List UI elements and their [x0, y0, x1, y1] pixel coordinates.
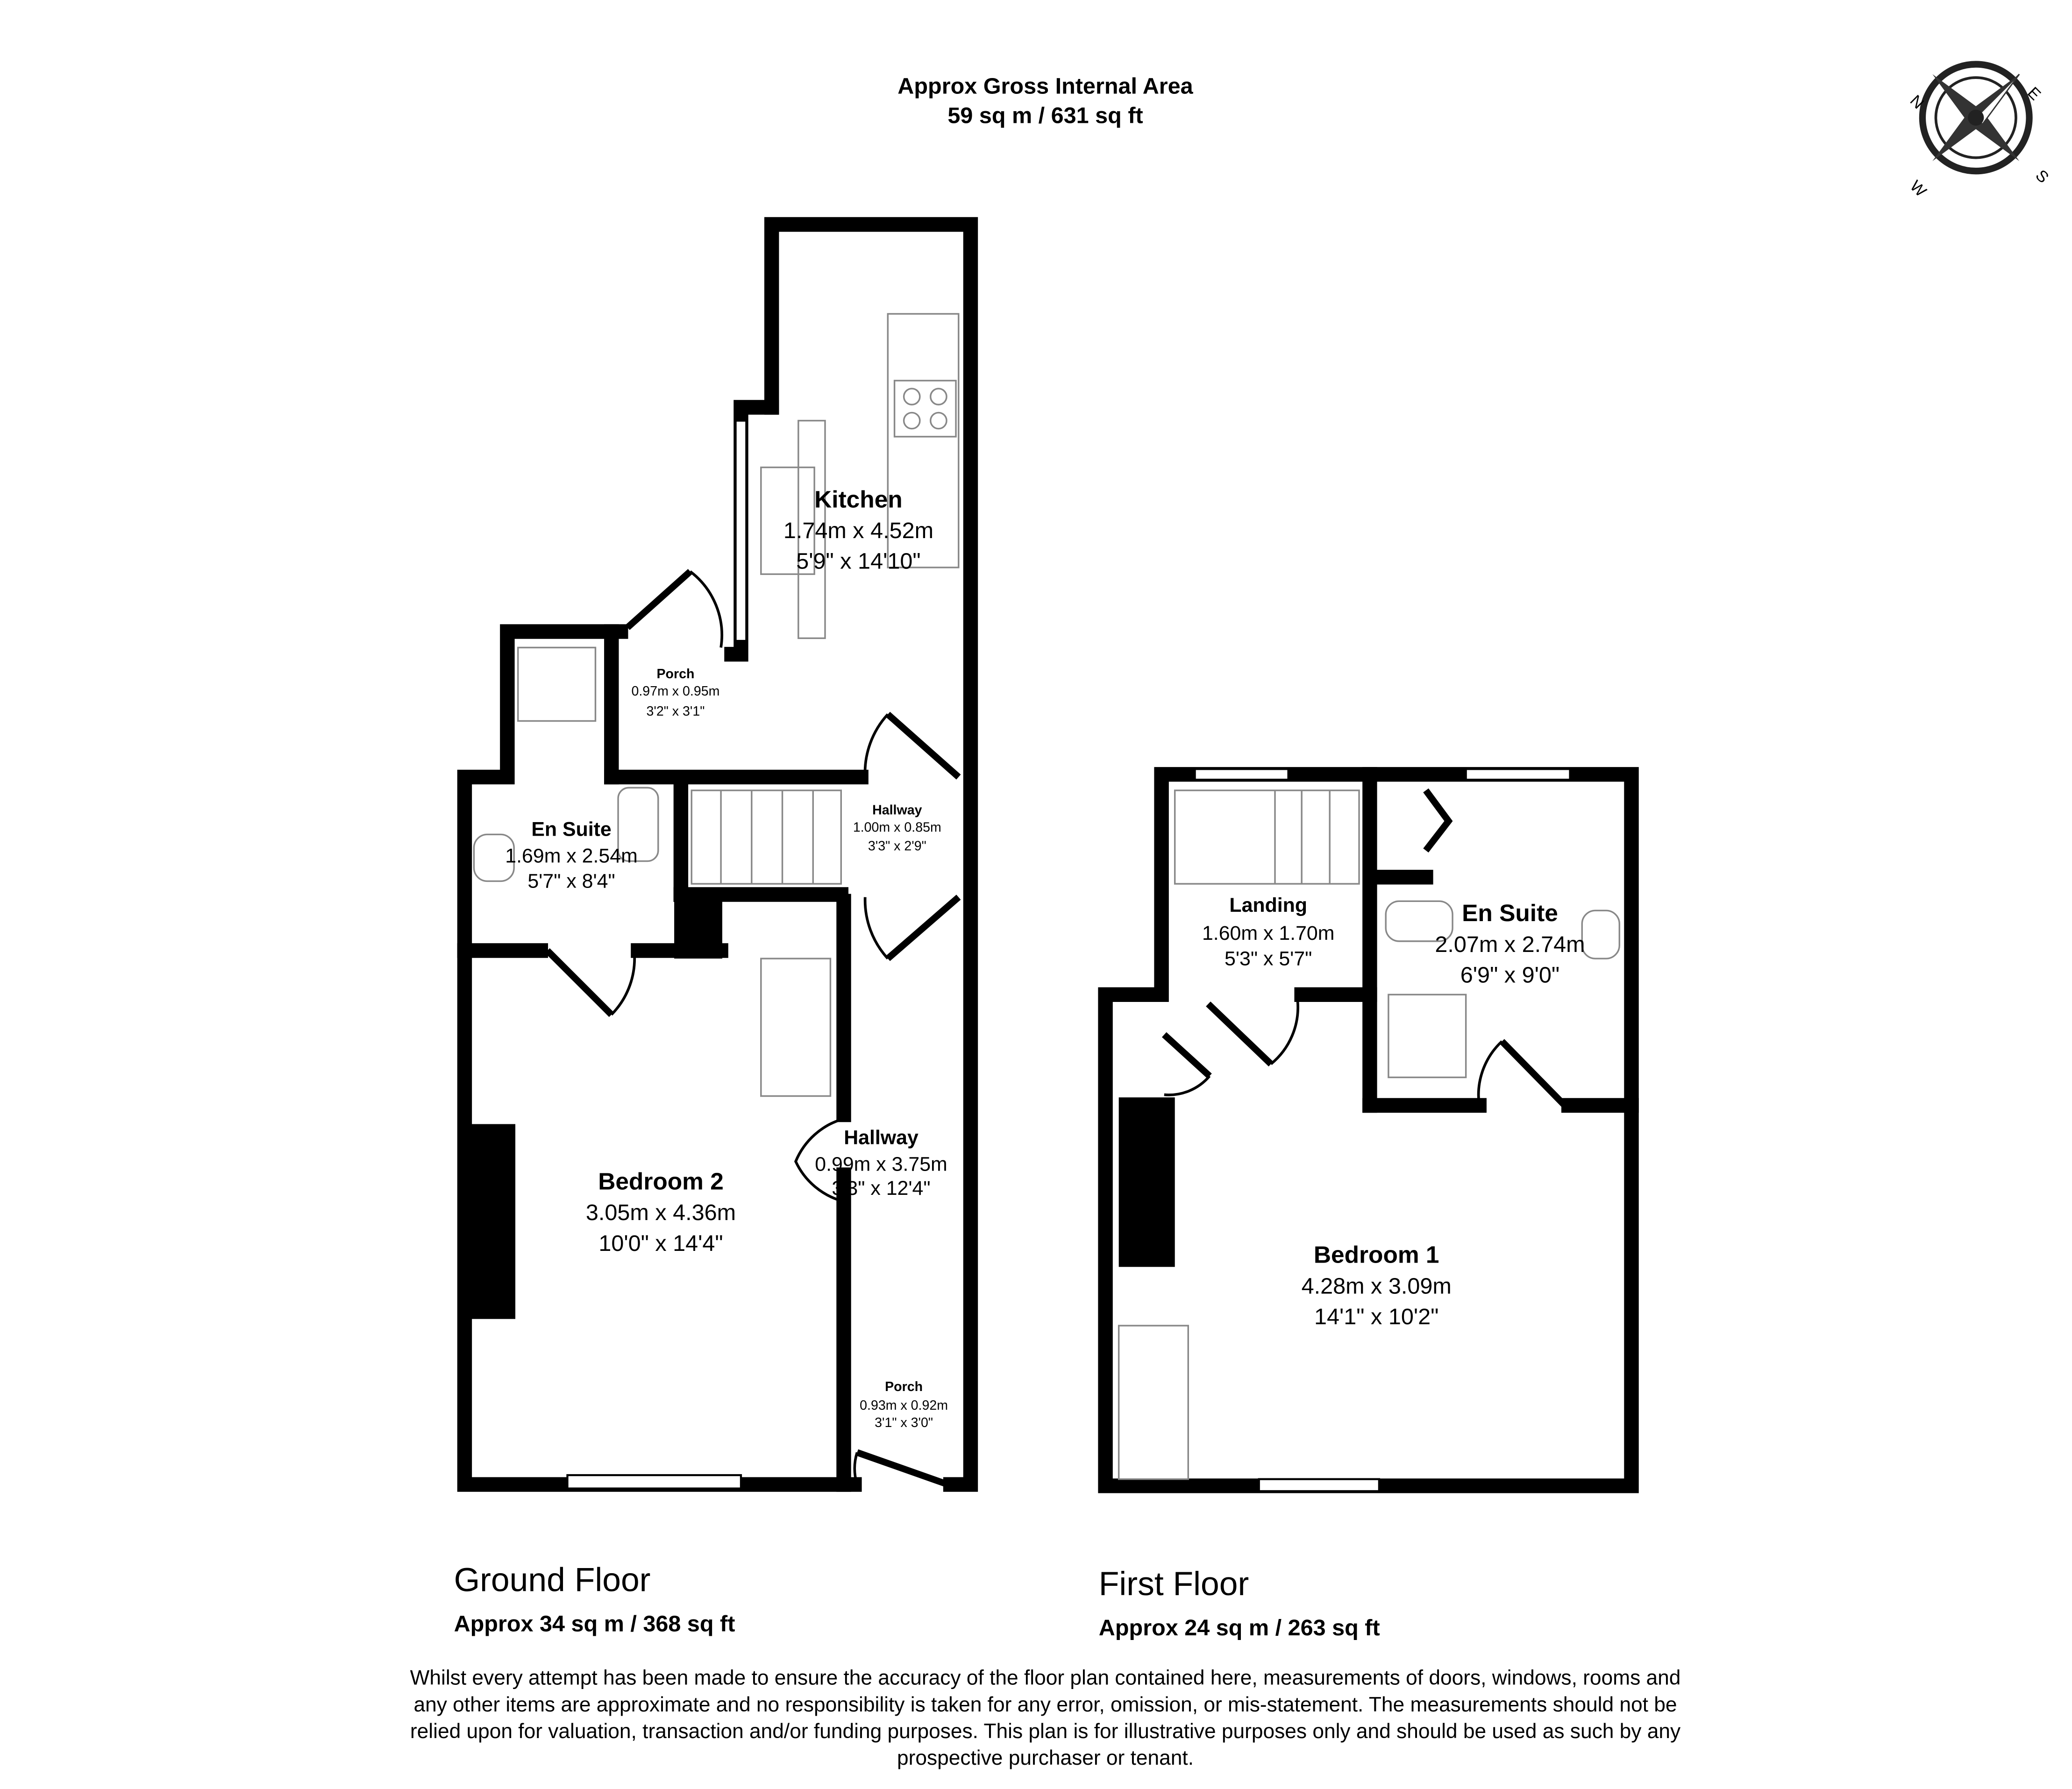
room-hallway: Hallway 0.99m x 3.75m 3'3" x 12'4": [815, 1126, 947, 1200]
toilet-icon: [1385, 900, 1453, 942]
kitchen-worktop: [797, 419, 826, 639]
disclaimer: Whilst every attempt has been made to en…: [410, 1667, 1681, 1769]
room-metric: 0.97m x 0.95m: [631, 684, 719, 699]
basin-icon: [473, 833, 515, 882]
window: [1465, 768, 1571, 781]
room-bedroom-1: Bedroom 1 4.28m x 3.09m 14'1" x 10'2": [1302, 1241, 1452, 1329]
ground-floor-title: Ground Floor: [454, 1562, 651, 1599]
wardrobe: [1118, 1325, 1189, 1480]
window: [566, 1474, 742, 1490]
room-imperial: 5'9" x 14'10": [796, 549, 920, 574]
room-imperial: 5'7" x 8'4": [527, 870, 615, 893]
disclaimer-line: relied upon for valuation, transaction a…: [410, 1720, 1681, 1743]
staircase: [691, 789, 842, 885]
window: [1258, 1478, 1381, 1492]
area-title: Approx Gross Internal Area: [897, 73, 1193, 99]
shower-tray: [517, 646, 597, 722]
window: [1194, 768, 1289, 781]
room-imperial: 3'3" x 12'4": [832, 1177, 930, 1200]
room-name: Hallway: [844, 1126, 919, 1149]
room-hallway-small: Hallway 1.00m x 0.85m 3'3" x 2'9": [853, 803, 941, 854]
room-porch-rear: Porch 0.97m x 0.95m 3'2" x 3'1": [631, 667, 719, 719]
room-en-suite-first: En Suite 2.07m x 2.74m 6'9" x 9'0": [1435, 899, 1585, 987]
room-landing: Landing 1.60m x 1.70m 5'3" x 5'7": [1202, 894, 1334, 970]
ground-floor-area: Approx 34 sq m / 368 sq ft: [454, 1611, 735, 1636]
room-name: Bedroom 2: [598, 1168, 724, 1195]
kitchen-counter: [887, 313, 960, 568]
doors: [545, 569, 961, 1488]
room-metric: 0.93m x 0.92m: [860, 1398, 948, 1413]
room-metric: 1.60m x 1.70m: [1202, 922, 1334, 944]
room-name: Hallway: [872, 803, 922, 818]
disclaimer-line: prospective purchaser or tenant.: [897, 1746, 1194, 1769]
first-floor-area: Approx 24 sq m / 263 sq ft: [1099, 1615, 1380, 1640]
room-metric: 1.00m x 0.85m: [853, 820, 941, 835]
staircase: [1174, 789, 1360, 885]
room-imperial: 10'0" x 14'4": [598, 1231, 723, 1256]
toilet-icon: [617, 787, 659, 862]
first-floor-walls: [1098, 767, 1639, 1493]
room-bedroom-2: Bedroom 2 3.05m x 4.36m 10'0" x 14'4": [586, 1168, 736, 1256]
room-metric: 2.07m x 2.74m: [1435, 932, 1585, 957]
room-imperial: 3'1" x 3'0": [875, 1415, 933, 1430]
ground-floor-walls: [457, 217, 978, 1492]
disclaimer-line: any other items are approximate and no r…: [413, 1693, 1677, 1716]
room-name: Porch: [885, 1379, 923, 1394]
room-imperial: 14'1" x 10'2": [1314, 1304, 1438, 1329]
room-kitchen: Kitchen 1.74m x 4.52m 5'9" x 14'10": [783, 485, 933, 574]
room-name: Kitchen: [814, 485, 903, 512]
shower-tray: [1388, 994, 1467, 1079]
compass-w: W: [1907, 177, 1930, 200]
room-imperial: 3'3" x 2'9": [868, 839, 926, 854]
chimney-breast: [470, 1124, 516, 1319]
room-metric: 0.99m x 3.75m: [815, 1153, 947, 1176]
room-imperial: 6'9" x 9'0": [1460, 963, 1559, 988]
chimney-breast: [1118, 1097, 1175, 1267]
room-name: Bedroom 1: [1314, 1241, 1439, 1268]
total-area: 59 sq m / 631 sq ft: [947, 103, 1143, 128]
wardrobe: [760, 958, 832, 1097]
room-name: Porch: [656, 667, 694, 682]
room-imperial: 3'2" x 3'1": [647, 704, 705, 719]
basin-icon: [1581, 909, 1620, 959]
room-metric: 1.74m x 4.52m: [783, 518, 933, 543]
disclaimer-line: Whilst every attempt has been made to en…: [410, 1667, 1681, 1690]
room-imperial: 5'3" x 5'7": [1225, 947, 1312, 970]
compass-icon: [1919, 61, 2033, 175]
room-metric: 3.05m x 4.36m: [586, 1200, 736, 1225]
room-metric: 1.69m x 2.54m: [505, 845, 637, 867]
hob-icon: [893, 380, 957, 438]
room-porch-front: Porch 0.93m x 0.92m 3'1" x 3'0": [860, 1379, 948, 1430]
sink-icon: [760, 466, 815, 575]
room-name: Landing: [1229, 894, 1307, 916]
window: [734, 419, 748, 642]
compass-s: S: [2032, 166, 2052, 186]
room-metric: 4.28m x 3.09m: [1302, 1273, 1452, 1299]
room-name: En Suite: [531, 818, 611, 840]
doors: [1162, 788, 1567, 1108]
first-floor-title: First Floor: [1099, 1565, 1249, 1603]
room-name: En Suite: [1462, 899, 1558, 926]
room-en-suite-ground: En Suite 1.69m x 2.54m 5'7" x 8'4": [505, 818, 637, 892]
